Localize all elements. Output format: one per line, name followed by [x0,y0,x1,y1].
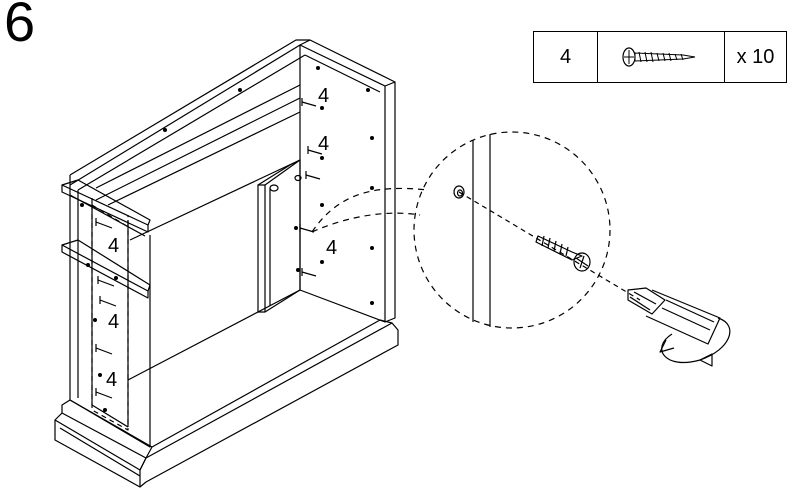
part-id-cell: 4 [534,32,598,82]
callout-left-top: 4 [108,235,120,257]
back-panel [95,84,301,381]
divider-panel [257,159,302,313]
base-plinth [54,319,399,488]
detail-circle [413,131,641,329]
left-screws [95,218,117,399]
callout-lower-right: 4 [326,237,338,259]
quantity-cell: x 10 [736,45,775,68]
top-rail [69,39,310,191]
parts-table: 4 x 10 [533,31,787,83]
callout-left-middle: 4 [108,311,120,333]
right-side-panel [299,39,396,323]
detail-connector [311,187,429,233]
part-icon-cell [598,32,725,82]
screw-holes [80,66,374,412]
screwdriver-icon [627,287,721,345]
screw-icon [622,47,696,67]
detail-screw [535,235,591,272]
right-screws [299,98,323,277]
callout-upper-right: 4 [318,85,330,107]
callout-mid-right: 4 [318,133,330,155]
upper-bracket [61,179,151,237]
step-number: 6 [4,0,36,53]
callout-left-bottom: 4 [106,369,118,391]
mounting-plate [91,204,131,431]
clockwise-arrow-icon [659,317,731,367]
middle-bracket [61,239,151,299]
